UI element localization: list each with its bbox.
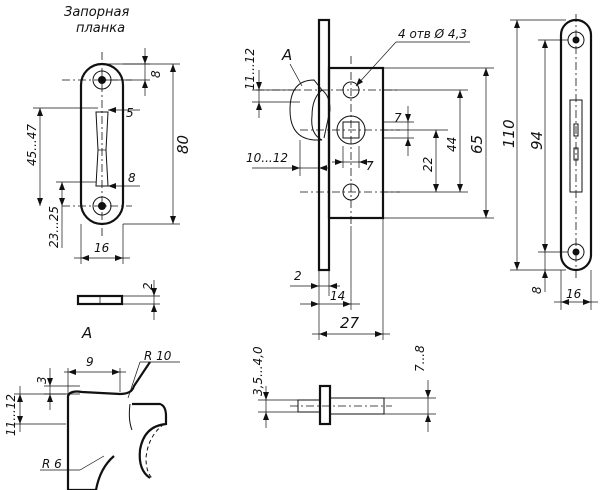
lock-dim-small-7a: 7 — [394, 111, 402, 125]
detail-dim-range: 11...12 — [4, 394, 18, 436]
bolt-flange — [318, 384, 332, 426]
bolt-dim-left-range: 3,5...4,0 — [251, 346, 265, 396]
faceplate-dim-width: 16 — [566, 287, 582, 301]
lock-dim-left-range: 10...12 — [246, 151, 288, 165]
dim-slot-width: 5 — [126, 106, 134, 120]
detail-outline — [66, 361, 151, 490]
lock-label-a: A — [281, 46, 292, 64]
strike-plate-front-view: 8 5 80 45...47 23...25 8 16 — [25, 48, 192, 264]
bolt-dim-right-range: 7...8 — [413, 345, 427, 372]
lock-faceplate-strip — [317, 18, 331, 272]
drawing-title: Запорная планка — [64, 5, 129, 36]
dim-slot-bottom: 8 — [128, 171, 136, 185]
faceplate-dim-span: 94 — [528, 131, 546, 150]
view-label-a: A — [81, 324, 92, 342]
strike-plate-side-view: 2 — [76, 280, 160, 320]
lock-dim-22: 22 — [421, 157, 435, 172]
lock-front-view: A 4 отв Ø 4,3 11...12 10...12 7 7 — [243, 18, 494, 340]
lock-dim-plate-2: 2 — [294, 269, 302, 283]
dim-lower-range: 23...25 — [47, 206, 61, 248]
lock-dim-27: 27 — [340, 314, 360, 332]
dim-width: 16 — [94, 241, 110, 255]
detail-radius-big: R 10 — [144, 349, 172, 363]
dim-hole-offset: 8 — [149, 70, 163, 78]
lock-body — [327, 66, 385, 220]
dim-height-overall: 80 — [174, 135, 192, 154]
dim-thickness: 2 — [141, 282, 155, 290]
detail-dim-offset: 9 — [86, 355, 94, 369]
dim-upper-range: 45...47 — [25, 124, 39, 166]
lock-dim-14: 14 — [330, 289, 345, 303]
title-line-1: Запорная — [64, 5, 129, 20]
lock-dim-top-range: 11...12 — [243, 48, 257, 90]
title-line-2: планка — [76, 21, 125, 36]
latch-cam — [289, 79, 323, 141]
faceplate-view: 110 94 8 16 — [500, 14, 598, 310]
lock-bolt-view: 3,5...4,0 7...8 — [251, 345, 436, 432]
faceplate-dim-bottom: 8 — [530, 286, 544, 294]
holes-note: 4 отв Ø 4,3 — [398, 27, 467, 41]
lock-dim-small-7b: 7 — [366, 159, 374, 173]
faceplate-dim-height: 110 — [500, 119, 518, 148]
lock-dim-44: 44 — [445, 137, 459, 152]
lock-dim-65: 65 — [468, 135, 486, 154]
detail-radius-small: R 6 — [42, 457, 62, 471]
detail-a-view: 9 R 10 3 11...12 R 6 — [4, 349, 180, 490]
detail-dim-small: 3 — [35, 376, 49, 384]
